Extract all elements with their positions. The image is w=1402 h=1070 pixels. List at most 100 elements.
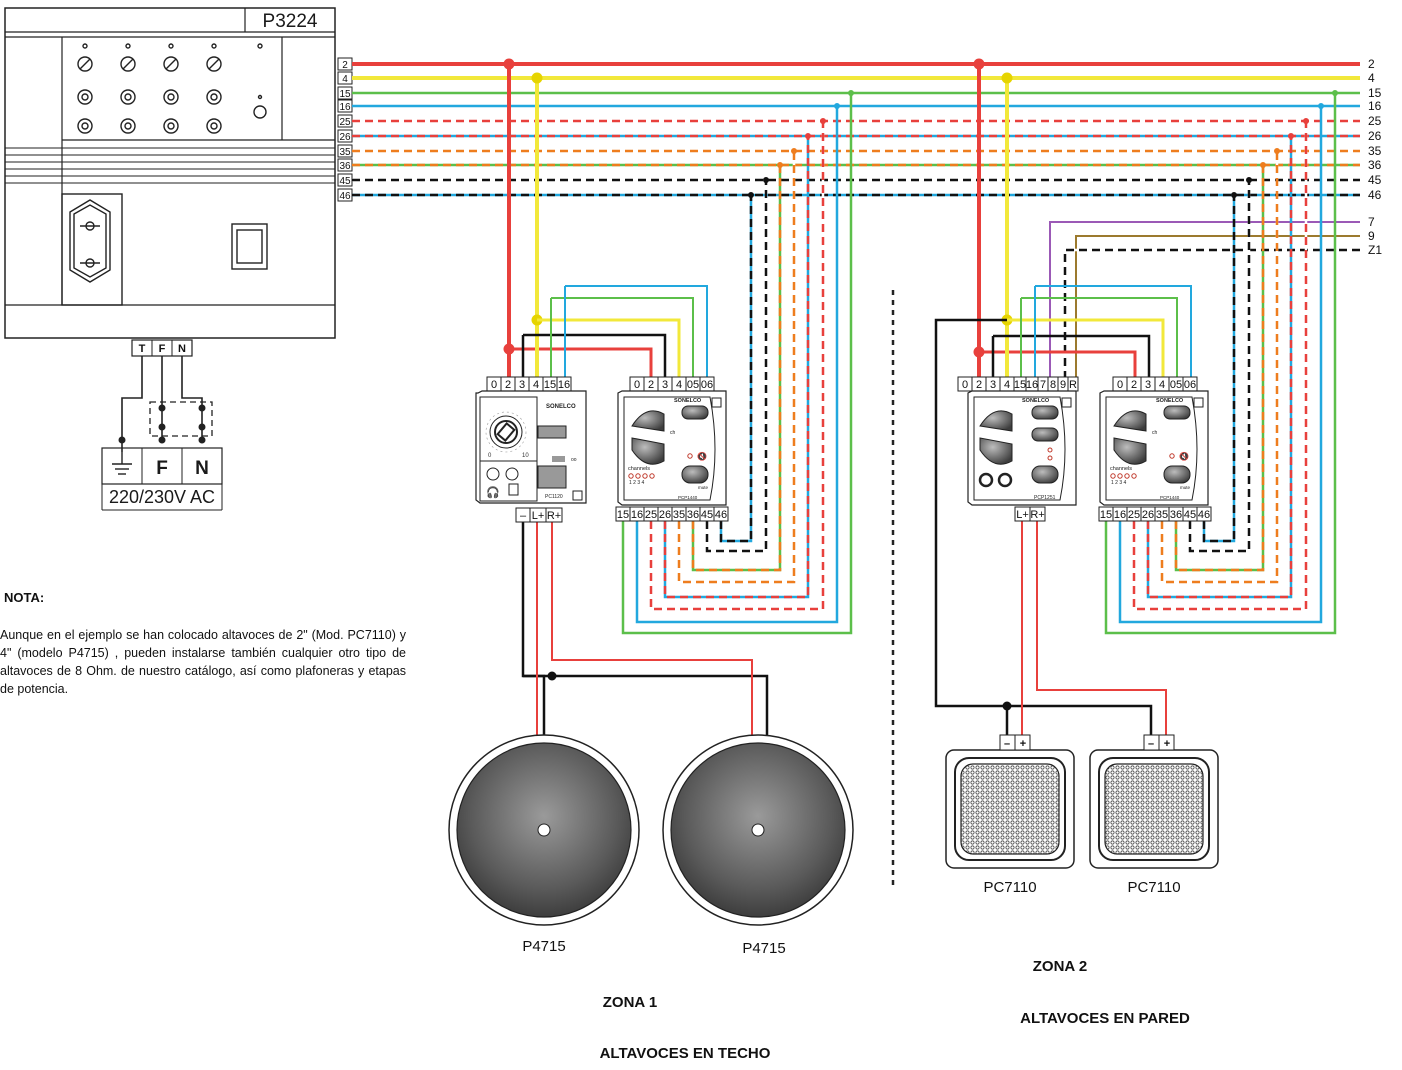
svg-text:0: 0 <box>488 453 492 459</box>
ctl1-bot-25: 25 <box>645 509 657 521</box>
z2-loop-15 <box>1104 93 1337 635</box>
z1-loop-36 <box>691 165 782 572</box>
ctl2-brand: SONELCO <box>1156 398 1184 404</box>
junction-dot <box>1246 177 1252 183</box>
channel-led <box>649 473 655 479</box>
z2sel-top-9: 9 <box>1060 379 1066 391</box>
z1sel-top-0: 0 <box>491 379 497 391</box>
bus-label-46: 46 <box>1368 188 1382 202</box>
bus-wires <box>352 58 1360 738</box>
z2-loop-45 <box>1188 180 1251 553</box>
zone1-selector-model: PC1120 <box>545 494 563 500</box>
terminal-f: F <box>159 343 166 355</box>
ctl1-bot-15: 15 <box>617 509 629 521</box>
amp-terminal-label-25: 25 <box>339 117 351 128</box>
supply-voltage: 220/230V AC <box>109 487 215 507</box>
status-led <box>1169 453 1175 459</box>
ctl1-led-box <box>711 397 722 408</box>
z2sel-top-4: 4 <box>1004 379 1010 391</box>
z2-loop-25 <box>1132 121 1308 611</box>
amp-terminal-label-2: 2 <box>342 60 348 71</box>
bus-label-16: 16 <box>1368 99 1382 113</box>
channel-led <box>1124 473 1130 479</box>
junction-dot <box>1303 118 1309 124</box>
svg-text:10: 10 <box>522 453 529 459</box>
ctl1-top-3: 3 <box>662 379 668 391</box>
z1-loop-26 <box>663 136 810 599</box>
junction-dot <box>1231 192 1237 198</box>
ctl1-bot-26: 26 <box>659 509 671 521</box>
junction-dot <box>791 148 797 154</box>
amp-terminal-label-46: 46 <box>339 191 351 202</box>
ctl1-top-06: 06 <box>701 379 713 391</box>
terminal-n: N <box>178 343 186 355</box>
z2sel-top-R: R <box>1069 379 1077 391</box>
z1sel-top-16: 16 <box>558 379 570 391</box>
junction-dot <box>777 162 783 168</box>
wall-speaker-2 <box>1089 749 1219 869</box>
junction-dot <box>1001 72 1013 84</box>
z2sel-bot-cell <box>1029 506 1046 522</box>
zone1-selector-brand: SONELCO <box>546 404 576 410</box>
ctl1-bot-cell <box>713 506 729 522</box>
zone1-selector-bottom-terminals: –L+R+ <box>515 507 563 523</box>
bus-label-2: 2 <box>1368 57 1375 71</box>
ctl2-top-2: 2 <box>1131 379 1137 391</box>
ctl1-ch: ch <box>670 430 676 436</box>
ctl1-channel-numbers: 1 2 3 4 <box>629 480 645 486</box>
junction-dot <box>848 90 854 96</box>
wall-speaker-2-terminals: – + <box>1143 734 1175 751</box>
zone2-selector-brand: SONELCO <box>1022 398 1050 404</box>
volume-button <box>1163 405 1191 420</box>
ctl1-bot-35: 35 <box>673 509 685 521</box>
ctl2-mute: mute <box>1180 485 1191 490</box>
bus-label-36: 36 <box>1368 158 1382 172</box>
z2sel-bot-R+: R+ <box>1030 509 1044 521</box>
ctl2-bot-cell <box>1196 506 1212 522</box>
amp-terminal-label-4: 4 <box>342 74 348 85</box>
ctl2-bot-15: 15 <box>1100 509 1112 521</box>
z2sel-top-8: 8 <box>1050 379 1056 391</box>
z1-loop-35 <box>677 151 796 584</box>
line-z1-base <box>1063 248 1360 380</box>
ceiling-speaker-1 <box>448 734 640 926</box>
junction-dot <box>547 671 557 681</box>
amp-terminal-label-26: 26 <box>339 132 351 143</box>
z2sel-top-15: 15 <box>1014 379 1026 391</box>
junction-dot <box>834 103 840 109</box>
speaker-label-zone2-a: PC7110 <box>983 879 1037 896</box>
zone1-title: ZONA 1 <box>602 994 658 1011</box>
z2-loop-16 <box>1118 106 1323 624</box>
z1sel-top-3: 3 <box>519 379 525 391</box>
ctl1-top-2: 2 <box>648 379 654 391</box>
line-9 <box>1075 235 1360 380</box>
amplifier-model: P3224 <box>263 11 318 32</box>
volume-knob[interactable] <box>485 411 527 453</box>
zone2-title: ZONA 2 <box>1032 958 1088 975</box>
power-switch[interactable] <box>231 223 268 270</box>
bus-label-7: 7 <box>1368 215 1375 229</box>
channel-up-button <box>1113 410 1147 432</box>
bus-label-Z1: Z1 <box>1368 243 1382 257</box>
status-led <box>687 453 693 459</box>
z1sel-bot-R+: R+ <box>547 510 561 522</box>
amp-terminal-label-36: 36 <box>339 161 351 172</box>
junction-dot <box>1332 90 1338 96</box>
z2-loop-46 <box>1202 195 1236 543</box>
amplifier-knobs <box>77 43 267 134</box>
zone2-subtitle: ALTAVOCES EN PARED <box>1020 1010 1190 1027</box>
z1sel-bot-L+: L+ <box>532 510 545 522</box>
wall-speaker-1-minus: – <box>1004 738 1010 750</box>
z1sel-top-15: 15 <box>544 379 556 391</box>
ctl1-top-4: 4 <box>676 379 682 391</box>
z2sel-top-2: 2 <box>976 379 982 391</box>
bus-label-45: 45 <box>1368 173 1382 187</box>
channel-led <box>635 473 641 479</box>
z2-loop-36 <box>1174 165 1265 572</box>
zone2-selector-model: PCP1251 <box>1034 495 1056 501</box>
line-z1 <box>1063 248 1360 380</box>
